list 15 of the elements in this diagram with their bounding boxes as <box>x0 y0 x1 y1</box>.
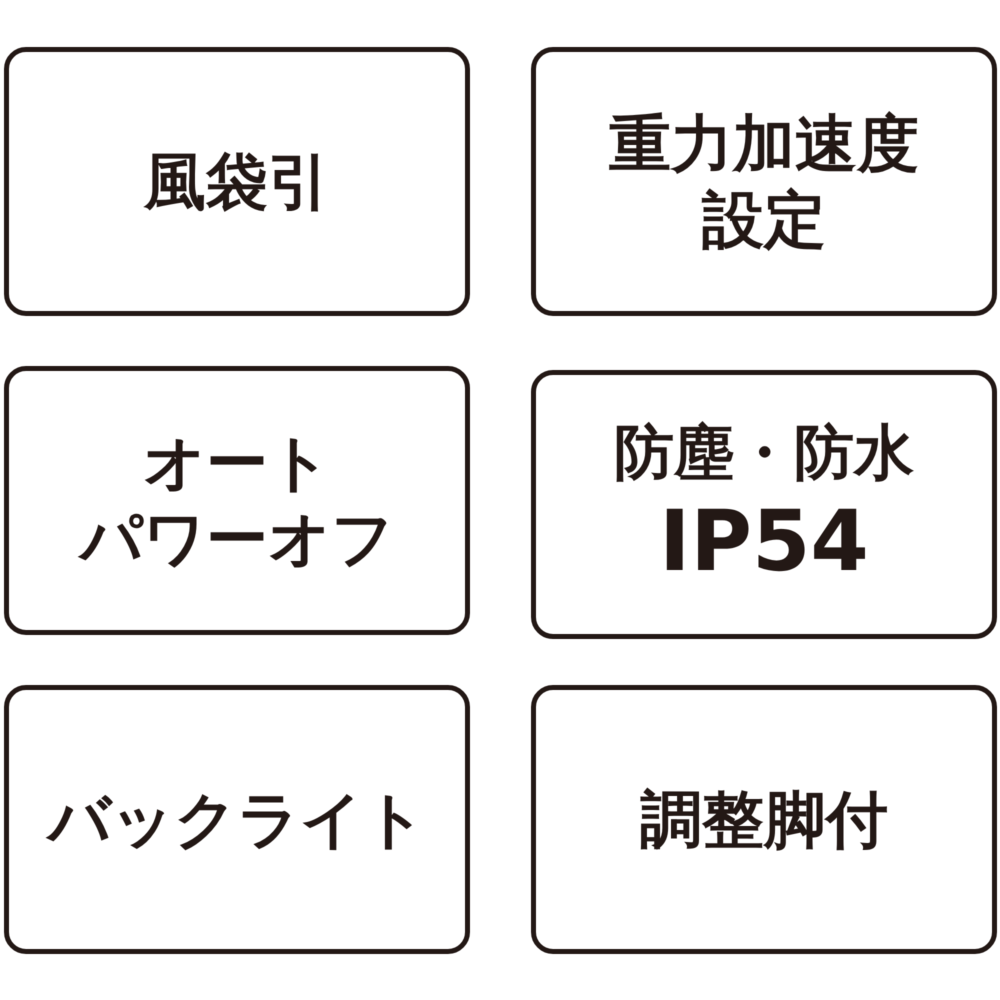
feature-label: パワーオフ <box>80 500 394 576</box>
feature-label: 防塵・防水 <box>614 416 914 490</box>
feature-box <box>531 685 997 954</box>
feature-label: バックライト <box>48 782 426 858</box>
feature-box <box>531 47 997 316</box>
feature-box <box>4 47 470 316</box>
feature-label: 設定 <box>702 182 826 258</box>
feature-box <box>4 685 470 954</box>
feature-label: オート <box>143 424 331 500</box>
feature-label: 調整脚付 <box>640 782 888 858</box>
feature-label: 重力加速度 <box>609 106 919 182</box>
feature-label: IP54 <box>659 490 869 592</box>
feature-box <box>4 366 470 635</box>
feature-box <box>531 370 997 639</box>
feature-label: 風袋引 <box>144 144 330 220</box>
